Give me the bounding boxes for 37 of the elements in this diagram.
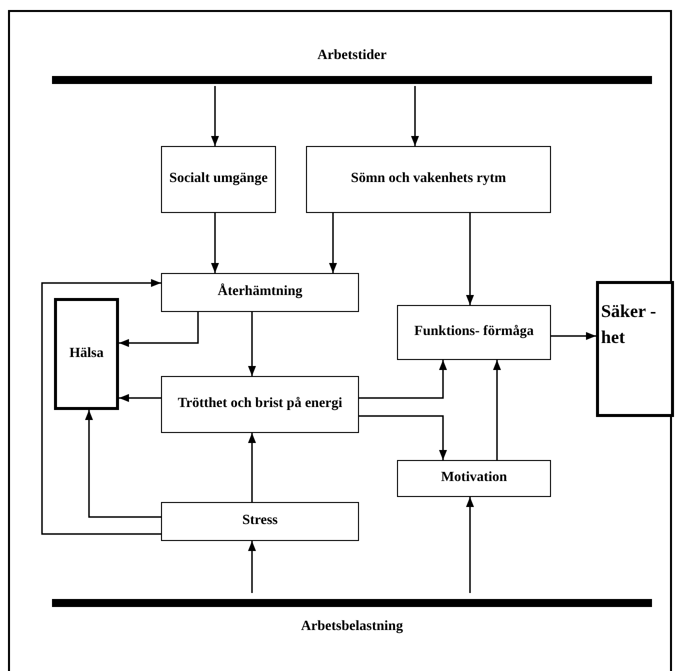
arrow — [119, 394, 161, 402]
arrow — [119, 312, 199, 347]
arrow — [248, 433, 256, 502]
arrow — [211, 86, 219, 146]
node-label: Arbetstider — [317, 47, 387, 65]
node-label: Sömn och vakenhets rytm — [350, 170, 506, 188]
process-box — [161, 502, 359, 541]
arrow — [248, 541, 256, 593]
node-label: Arbetsbelastning — [301, 618, 403, 636]
node-label: Motivation — [440, 469, 508, 488]
arrow — [248, 312, 256, 376]
arrow — [211, 213, 219, 273]
arrow — [359, 415, 447, 460]
node-label: Stress — [242, 512, 278, 530]
arrow — [359, 360, 447, 399]
arrow — [41, 279, 161, 535]
node-label: Återhämtning — [218, 282, 302, 302]
arrow — [493, 360, 501, 460]
thick-box — [596, 281, 674, 417]
node-label: Säker -het — [601, 300, 658, 350]
process-box — [306, 146, 551, 213]
arrow — [466, 213, 474, 305]
process-box — [397, 460, 551, 497]
arrow — [411, 86, 419, 146]
node-label: Socialt umgänge — [169, 170, 268, 188]
arrow — [85, 410, 161, 518]
process-box — [161, 273, 359, 312]
node-label: Funktions- förmåga — [414, 323, 534, 342]
thick-box — [54, 298, 119, 410]
process-box — [161, 146, 276, 213]
node-label: Hälsa — [69, 344, 104, 363]
arrow — [551, 332, 596, 340]
process-box — [161, 376, 359, 433]
node-label: Trötthet och brist på energi — [178, 395, 342, 414]
arrow — [466, 497, 474, 593]
process-box — [397, 305, 551, 360]
arrow — [329, 213, 337, 273]
